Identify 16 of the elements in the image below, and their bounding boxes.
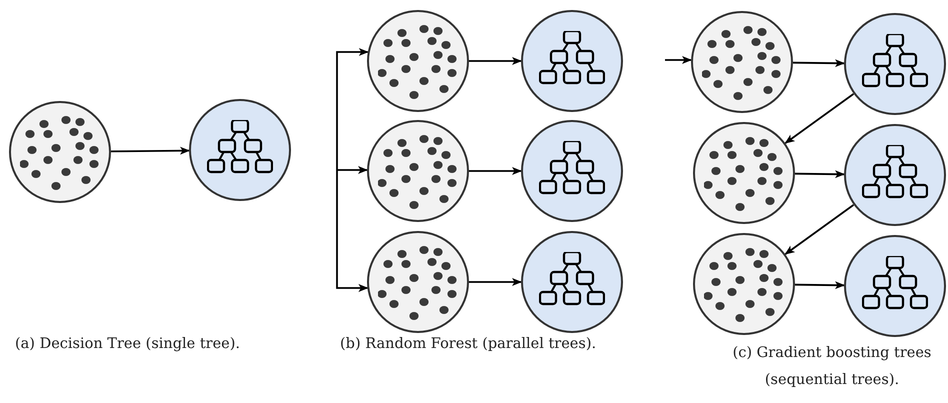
arrow	[111, 146, 190, 155]
arrow	[336, 170, 368, 292]
arrow	[469, 278, 522, 286]
arrow	[793, 59, 845, 68]
arrow	[469, 57, 522, 65]
arrow	[469, 167, 522, 175]
arrow	[784, 204, 854, 255]
caption: (b) Random Forest (parallel trees).	[340, 335, 598, 354]
arrow	[794, 170, 845, 178]
caption: (c) Gradient boosting trees (sequential trees).	[732, 344, 932, 390]
arrow	[784, 93, 854, 144]
arrow	[337, 166, 368, 174]
arrow	[336, 48, 369, 170]
arrow	[794, 281, 845, 290]
caption: (a) Decision Tree (single tree).	[15, 335, 242, 354]
arrow	[665, 56, 692, 64]
